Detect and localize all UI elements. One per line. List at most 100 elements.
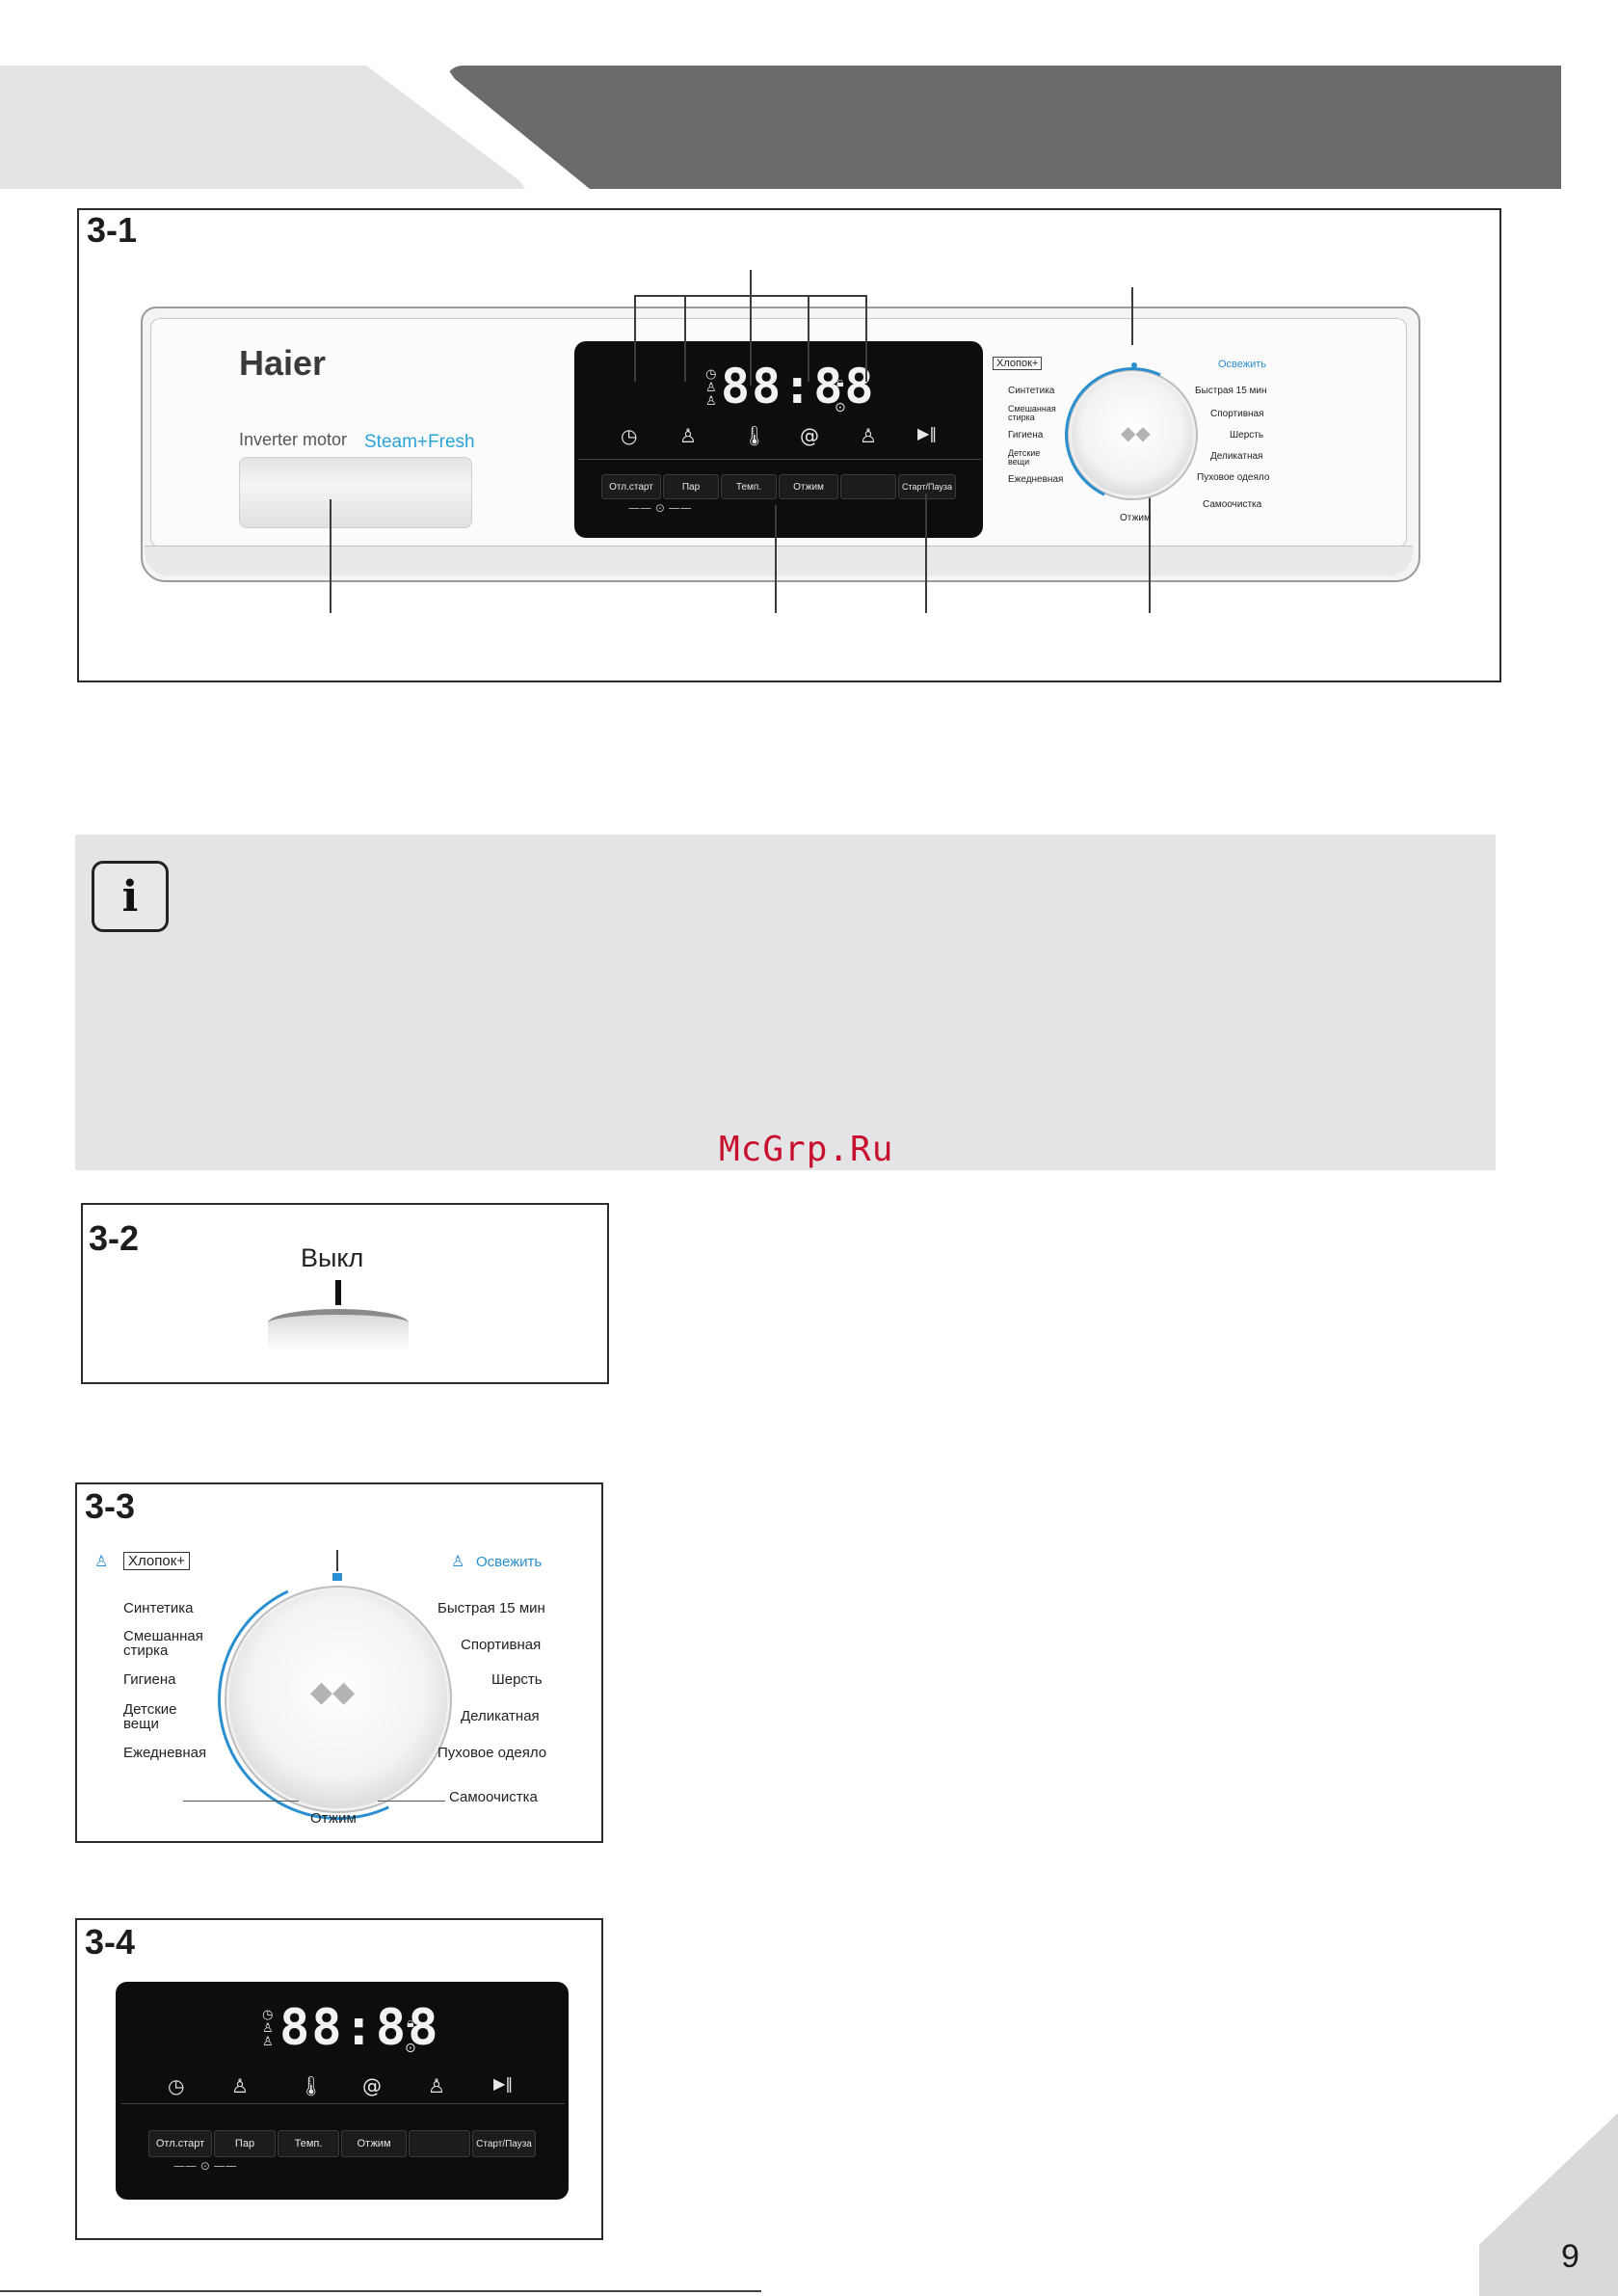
spin-icon[interactable]: @: [800, 424, 819, 447]
dial-center-icon: ◆◆: [1121, 421, 1151, 444]
page-corner: [1479, 2113, 1618, 2296]
dial-tick: [378, 1801, 445, 1802]
dial-label: Гигиена: [123, 1671, 176, 1688]
brand-logo: Haier: [239, 343, 327, 383]
dial-label: Пуховое одеяло: [1197, 472, 1270, 483]
figure-label: 3-3: [85, 1486, 136, 1526]
figure-3-2: [81, 1203, 609, 1384]
start-pause-button[interactable]: Старт/Пауза: [898, 474, 956, 499]
steam-shirt-icon[interactable]: ♙: [231, 2074, 249, 2097]
dial-marker: [1131, 362, 1137, 368]
dial-label: Хлопок+: [993, 357, 1043, 370]
blank-button[interactable]: [409, 2130, 470, 2157]
dial-label: Отжим: [1120, 513, 1151, 523]
dial-label: Деликатная: [461, 1708, 540, 1724]
callout-line: [1149, 436, 1151, 613]
steam-button[interactable]: Пар: [214, 2130, 276, 2157]
temperature-button[interactable]: Темп.: [278, 2130, 339, 2157]
dial-label: Быстрая 15 мин: [438, 1600, 545, 1616]
display-indicator-icons: ◷♙♙: [705, 367, 717, 409]
header-light-band: [0, 66, 525, 189]
start-pause-button[interactable]: Старт/Пауза: [472, 2130, 536, 2157]
display-panel: [116, 1982, 569, 2200]
callout-line: [684, 295, 686, 382]
program-dial[interactable]: [1072, 374, 1193, 495]
dial-label: Шерсть: [491, 1671, 543, 1688]
display-divider: [121, 2103, 565, 2104]
delay-clock-icon[interactable]: ◷: [168, 2074, 185, 2097]
temperature-icon[interactable]: 🌡︎: [299, 2074, 324, 2097]
extra-shirt-icon[interactable]: ♙: [428, 2074, 445, 2097]
delay-start-button[interactable]: Отл.старт: [601, 474, 661, 499]
play-pause-icon[interactable]: ▶‖: [917, 424, 938, 442]
spin-icon[interactable]: @: [362, 2074, 382, 2097]
watermark: McGrp.Ru: [719, 1130, 894, 1169]
dial-label: Хлопок+: [123, 1552, 191, 1570]
control-panel-bottom: [145, 546, 1413, 575]
dial-label: Гигиена: [1008, 430, 1044, 441]
temperature-button[interactable]: Темп.: [721, 474, 777, 499]
dial-label: Ежедневная: [1008, 474, 1064, 485]
dial-top-tick: [336, 1550, 338, 1571]
display-panel: [574, 341, 983, 538]
figure-label: 3-2: [89, 1218, 140, 1258]
display-indicator-icons: ◷♙♙: [262, 2008, 274, 2049]
spin-button[interactable]: Отжим: [341, 2130, 407, 2157]
play-pause-icon[interactable]: ▶‖: [493, 2074, 514, 2093]
dial-label: Синтетика: [123, 1600, 194, 1616]
dial-edge: [268, 1309, 409, 1351]
dial-label: Смешанная стирка: [1008, 404, 1056, 422]
dial-label: Синтетика: [1008, 386, 1055, 396]
delay-clock-icon[interactable]: ◷: [621, 424, 638, 447]
temperature-icon[interactable]: 🌡︎: [742, 424, 767, 447]
off-marker: [335, 1280, 341, 1305]
figure-label: 3-4: [85, 1922, 136, 1962]
dial-label: Пуховое одеяло: [438, 1745, 547, 1761]
header-dark-band: [445, 66, 1561, 189]
off-label: Выкл: [301, 1243, 364, 1272]
callout-line: [775, 505, 777, 613]
dial-label: Деликатная: [1210, 451, 1263, 462]
callout-line: [330, 499, 332, 613]
spin-button[interactable]: Отжим: [779, 474, 838, 499]
dial-tick: [183, 1801, 299, 1802]
steam-button[interactable]: Пар: [663, 474, 719, 499]
child-lock-indicator: —— ⊙ ——: [173, 2159, 237, 2173]
hlopok-icon: ♙: [94, 1554, 109, 1570]
dial-label: Освежить: [476, 1554, 543, 1570]
inverter-motor-label: Inverter motor: [239, 430, 348, 449]
display-divider: [578, 459, 981, 460]
extra-shirt-icon[interactable]: ♙: [860, 424, 877, 447]
callout-line: [865, 295, 867, 382]
steam-shirt-icon[interactable]: ♙: [679, 424, 697, 447]
child-lock-indicator: —— ⊙ ——: [628, 501, 692, 515]
dial-label: Быстрая 15 мин: [1195, 386, 1267, 396]
dial-label: Смешанная стирка: [123, 1628, 203, 1659]
dial-label: Освежить: [1218, 359, 1267, 370]
dial-label: Отжим: [310, 1810, 357, 1827]
steam-fresh-label: Steam+Fresh: [364, 432, 475, 452]
footer-rule: [0, 2290, 761, 2292]
dial-label: Ежедневная: [123, 1745, 207, 1761]
program-dial[interactable]: [229, 1590, 447, 1808]
display-digits: 88:88: [721, 359, 876, 414]
dial-label: Шерсть: [1230, 430, 1264, 441]
dial-label: Детские вещи: [123, 1701, 177, 1732]
figure-label: 3-1: [87, 210, 138, 250]
page-number: 9: [1561, 2238, 1579, 2275]
display-digits: 88:88: [279, 1999, 440, 2057]
dial-marker: [332, 1573, 342, 1581]
dial-label: Самоочистка: [1203, 499, 1262, 510]
delay-start-button[interactable]: Отл.старт: [148, 2130, 212, 2157]
blank-button[interactable]: [840, 474, 896, 499]
callout-line: [634, 295, 636, 382]
info-icon: i: [92, 861, 169, 932]
info-box: [75, 835, 1496, 1170]
dial-label: Спортивная: [1210, 409, 1264, 419]
callout-line: [1131, 287, 1133, 345]
detergent-drawer[interactable]: [239, 457, 472, 528]
dial-label: Самоочистка: [449, 1789, 538, 1805]
callout-line: [808, 295, 809, 382]
refresh-icon: ♙: [451, 1554, 465, 1570]
dial-label: Детские вещи: [1008, 448, 1041, 467]
